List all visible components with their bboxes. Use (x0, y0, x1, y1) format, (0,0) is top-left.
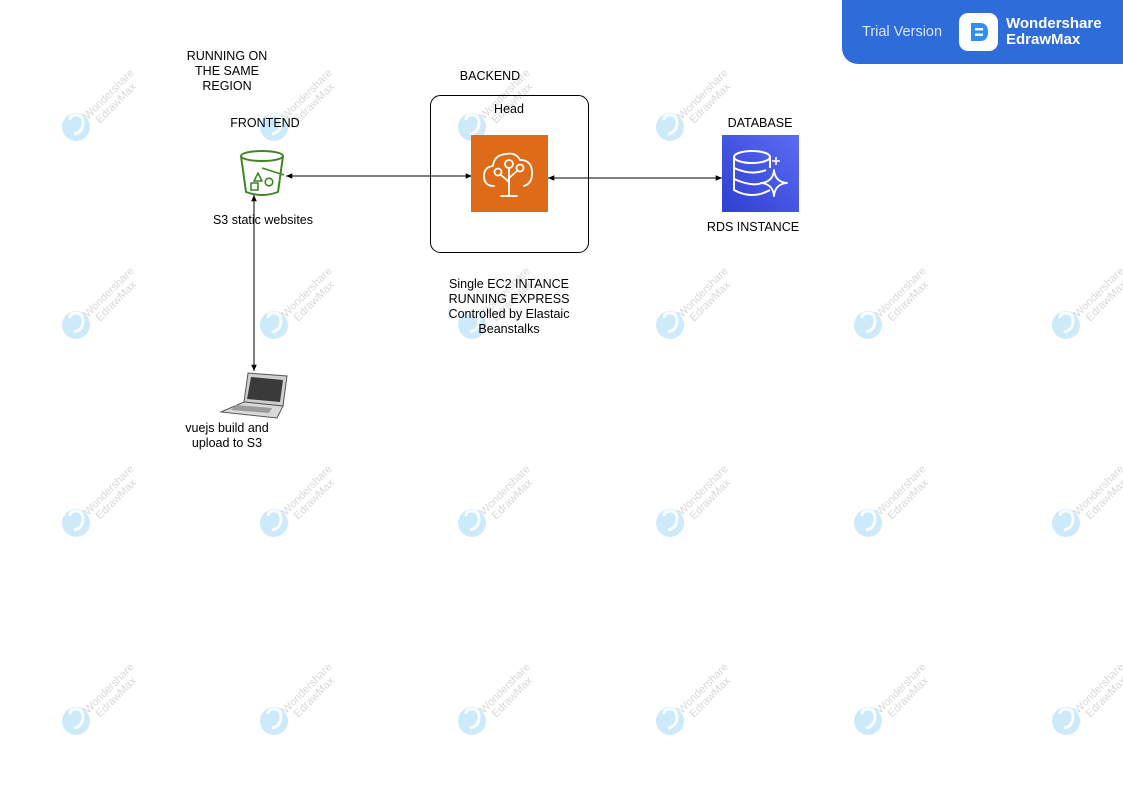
database-title: DATABASE (727, 116, 793, 130)
brand-line-2: EdrawMax (1006, 31, 1081, 48)
brand-line-1: Wondershare (1006, 15, 1102, 32)
region-note: RUNNING ON THE SAME REGION (186, 49, 268, 93)
s3-bucket-icon[interactable] (240, 150, 285, 196)
database-caption: RDS INSTANCE (706, 220, 800, 234)
brand-name: Wondershare EdrawMax (1006, 16, 1102, 48)
backend-group-label: Head (494, 102, 524, 116)
backend-title: BACKEND (459, 69, 521, 83)
laptop-icon[interactable] (219, 372, 288, 419)
elastic-beanstalk-icon[interactable] (471, 135, 548, 212)
rds-database-icon[interactable] (722, 135, 799, 212)
client-caption: vuejs build and upload to S3 (185, 421, 269, 450)
trial-version-badge[interactable]: Trial Version Wondershare EdrawMax (842, 0, 1123, 64)
frontend-title: FRONTEND (230, 116, 300, 130)
trial-label: Trial Version (862, 24, 943, 40)
backend-caption: Single EC2 INTANCE RUNNING EXPRESS Contr… (448, 277, 570, 336)
edrawmax-logo-icon (959, 13, 998, 51)
frontend-caption: S3 static websites (212, 213, 314, 227)
